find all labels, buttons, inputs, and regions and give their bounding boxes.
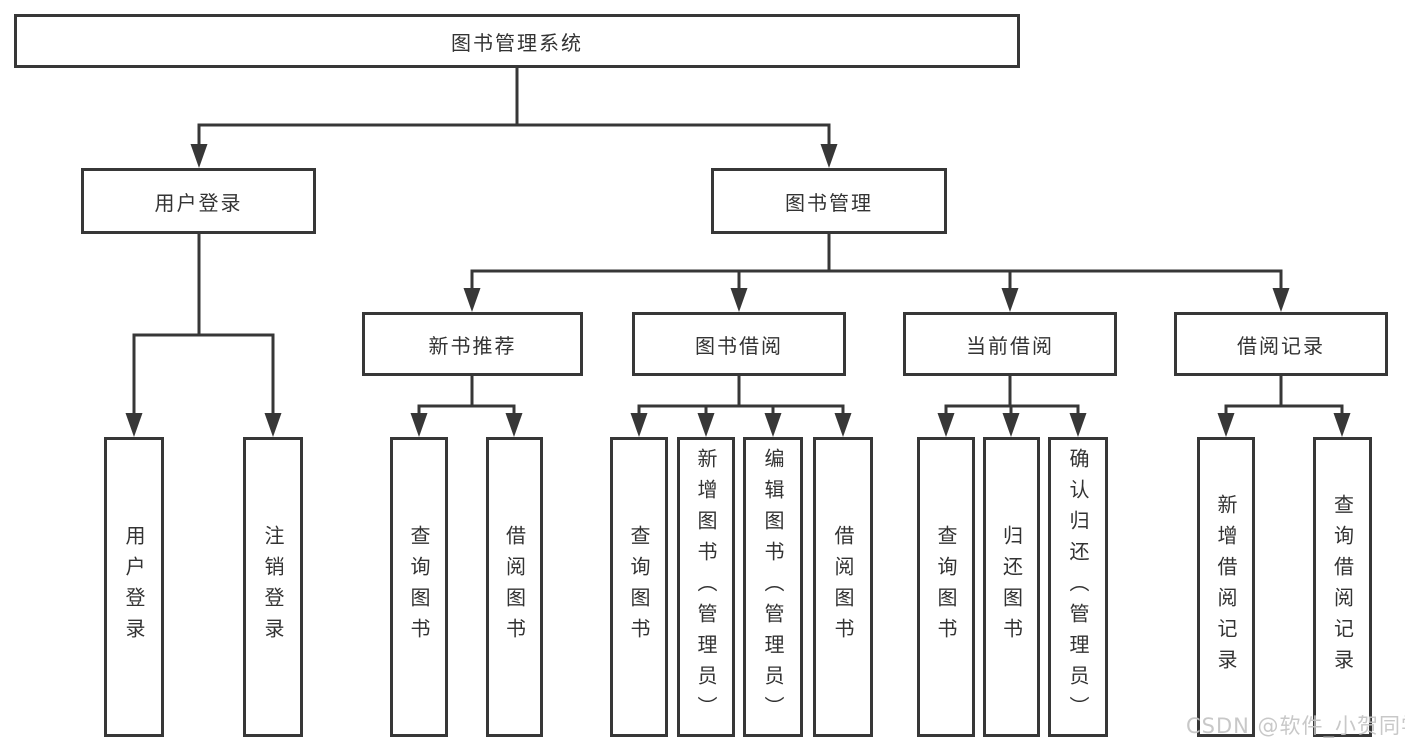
arrow-head-icon xyxy=(697,413,715,437)
arrow-head-icon xyxy=(937,413,955,437)
node-user-login: 用户登录 xyxy=(81,168,316,234)
node-new-book-recommendation: 新书推荐 xyxy=(362,312,583,376)
leaf-borrow-books-borrowing: 借阅图书 xyxy=(813,437,873,737)
arrow-head-icon xyxy=(1001,288,1019,312)
leaf-confirm-return-admin: 确认归还（管理员） xyxy=(1048,437,1108,737)
leaf-query-borrow-record: 查询借阅记录 xyxy=(1313,437,1372,737)
arrow-head-icon xyxy=(125,413,143,437)
leaf-add-book-admin: 新增图书（管理员） xyxy=(677,437,735,737)
node-label: 图书借阅 xyxy=(695,333,783,358)
arrow-head-icon xyxy=(190,144,208,168)
node-label: 归还图书 xyxy=(999,525,1024,649)
leaf-return-book: 归还图书 xyxy=(983,437,1040,737)
arrow-head-icon xyxy=(1217,413,1235,437)
arrow-head-icon xyxy=(730,288,748,312)
leaf-borrow-books-recommend: 借阅图书 xyxy=(486,437,543,737)
node-book-management: 图书管理 xyxy=(711,168,947,234)
node-label: 图书管理系统 xyxy=(451,30,583,55)
arrow-head-icon xyxy=(834,413,852,437)
node-label: 当前借阅 xyxy=(966,333,1054,358)
arrow-head-icon xyxy=(1272,288,1290,312)
node-label: 查询借阅记录 xyxy=(1330,494,1355,680)
node-label: 图书管理 xyxy=(785,190,873,215)
leaf-logout: 注销登录 xyxy=(243,437,303,737)
leaf-query-books-current: 查询图书 xyxy=(917,437,975,737)
node-label: 借阅图书 xyxy=(502,525,527,649)
node-current-borrowing: 当前借阅 xyxy=(903,312,1117,376)
node-label: 用户登录 xyxy=(154,190,243,215)
arrow-head-icon xyxy=(505,413,523,437)
node-label: 查询图书 xyxy=(627,525,651,649)
leaf-user-login: 用户登录 xyxy=(104,437,164,737)
node-label: 新书推荐 xyxy=(428,333,517,358)
node-label: 借阅记录 xyxy=(1237,333,1325,358)
arrow-head-icon xyxy=(410,413,428,437)
node-label: 新增图书（管理员） xyxy=(694,447,718,727)
arrow-head-icon xyxy=(264,413,282,437)
arrow-head-icon xyxy=(630,413,648,437)
node-label: 查询图书 xyxy=(934,525,958,649)
node-label: 查询图书 xyxy=(407,525,431,649)
arrow-head-icon xyxy=(1333,413,1351,437)
arrow-head-icon xyxy=(1002,413,1020,437)
arrow-head-icon xyxy=(463,288,481,312)
csdn-watermark: CSDN @软件_小贺同学 xyxy=(1186,714,1405,738)
arrow-head-icon xyxy=(1069,413,1087,437)
leaf-add-borrow-record: 新增借阅记录 xyxy=(1197,437,1255,737)
node-label: 注销登录 xyxy=(261,525,285,649)
leaf-query-books-recommend: 查询图书 xyxy=(390,437,448,737)
node-label: 确认归还（管理员） xyxy=(1066,447,1090,727)
node-label: 新增借阅记录 xyxy=(1214,494,1238,680)
arrow-head-icon xyxy=(820,144,838,168)
node-library-management-system: 图书管理系统 xyxy=(14,14,1020,68)
node-borrowing-records: 借阅记录 xyxy=(1174,312,1388,376)
node-label: 借阅图书 xyxy=(831,525,855,649)
leaf-query-books-borrowing: 查询图书 xyxy=(610,437,668,737)
leaf-edit-book-admin: 编辑图书（管理员） xyxy=(743,437,803,737)
connector-path xyxy=(132,66,1344,421)
node-label: 编辑图书（管理员） xyxy=(761,447,785,727)
arrow-head-icon xyxy=(764,413,782,437)
node-book-borrowing: 图书借阅 xyxy=(632,312,846,376)
node-label: 用户登录 xyxy=(122,525,146,649)
